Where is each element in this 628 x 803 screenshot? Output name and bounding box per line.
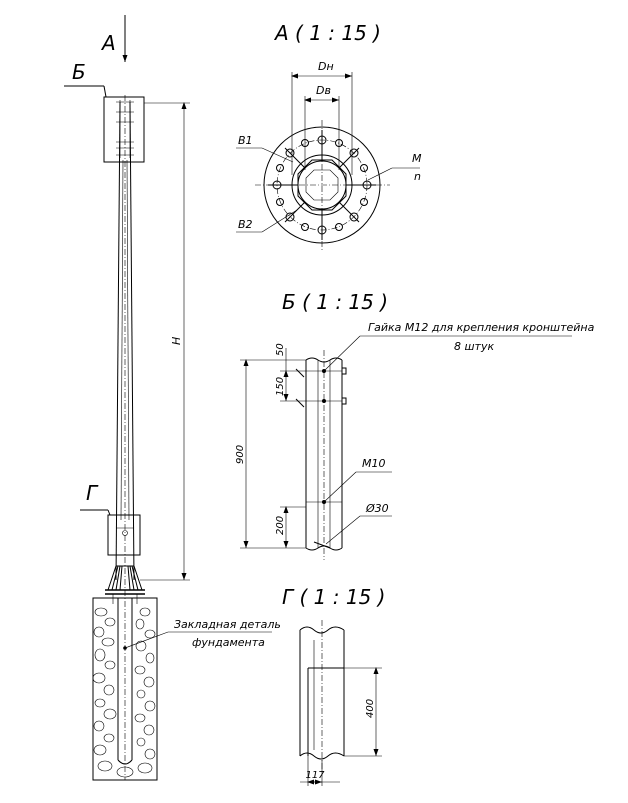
label-n: n (414, 170, 421, 183)
dim-117: 117 (305, 770, 325, 781)
note-nuts-line1: Гайка М12 для крепления кронштейна (368, 321, 595, 334)
view-b-top-detail: Б ( 1 : 15 ) Гайка М12 для крепления кро… (235, 290, 595, 560)
base-flange (105, 565, 145, 604)
dim-900: 900 (235, 445, 246, 464)
arrow-label-a: А (100, 31, 116, 55)
pole-elevation: А Б H Г (64, 15, 281, 781)
callout-frame-b (103, 96, 145, 163)
dim-200: 200 (275, 516, 286, 535)
break-line-g-bottom (299, 752, 345, 760)
view-a-flange-plan: А ( 1 : 15 ) (236, 21, 422, 250)
foundation-label-line1: Закладная деталь (174, 618, 281, 631)
callout-label-b: Б (72, 60, 86, 84)
view-b-title: Б ( 1 : 15 ) (282, 290, 388, 314)
label-m10: М10 (362, 457, 386, 470)
view-g-title: Г ( 1 : 15 ) (282, 585, 385, 609)
dim-400: 400 (365, 699, 376, 718)
callout-label-g: Г (86, 481, 99, 505)
callout-frame-g (107, 514, 141, 556)
foundation-block (92, 597, 272, 781)
label-m: М (412, 152, 422, 165)
pole-shaft-left (115, 101, 121, 581)
label-b2: В2 (238, 218, 253, 231)
note-nuts-line2: 8 штук (454, 340, 494, 353)
pole-shaft-right (129, 101, 135, 581)
dim-150: 150 (275, 377, 286, 396)
foundation-label-line2: фундамента (192, 636, 265, 649)
view-a-title: А ( 1 : 15 ) (273, 21, 381, 45)
view-g-bottom-detail: Г ( 1 : 15 ) 400 117 (282, 585, 385, 786)
dim-dv: Dв (316, 84, 331, 97)
label-d30: Ø30 (365, 502, 389, 515)
break-line-g-top (299, 626, 345, 634)
dim-50: 50 (275, 343, 286, 356)
dim-dn: Dн (318, 60, 334, 73)
dim-label-h: H (170, 337, 183, 345)
label-b1: В1 (238, 134, 253, 147)
octagon-shaft (297, 159, 347, 211)
